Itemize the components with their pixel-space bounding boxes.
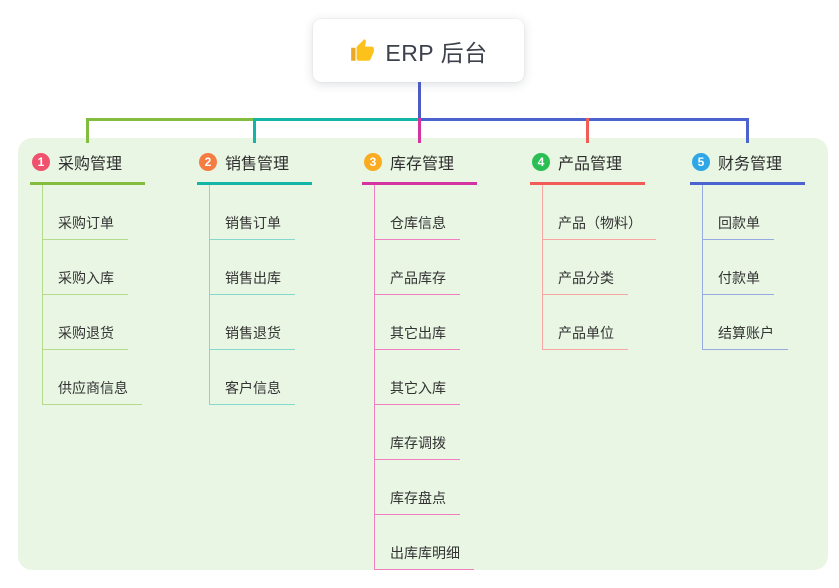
branch-title-label: 库存管理: [390, 156, 455, 173]
thumbs-up-icon: [351, 38, 375, 61]
child-item-label: 产品（物料）: [543, 213, 656, 240]
child-item[interactable]: 采购入库: [43, 240, 145, 295]
child-item-label: 库存盘点: [375, 488, 460, 515]
connector-drop-1: [86, 118, 89, 143]
branch-1: 1 采购管理采购订单采购入库采购退货供应商信息: [30, 143, 145, 405]
child-item-label: 客户信息: [210, 378, 295, 405]
child-item-label: 付款单: [703, 268, 774, 295]
child-item[interactable]: 产品单位: [543, 295, 656, 350]
child-item-label: 出库库明细: [375, 543, 474, 570]
branch-title-5[interactable]: 5 财务管理: [690, 143, 805, 185]
connector-stem: [418, 82, 421, 121]
child-item-label: 产品分类: [543, 268, 628, 295]
branches-panel: [18, 138, 828, 570]
branch-title-label: 产品管理: [558, 156, 623, 173]
child-item[interactable]: 库存盘点: [375, 460, 477, 515]
branch-number-badge: 2: [199, 153, 217, 171]
branch-children: 仓库信息产品库存其它出库其它入库库存调拨库存盘点出库库明细: [374, 185, 477, 570]
child-item[interactable]: 供应商信息: [43, 350, 145, 405]
child-item-label: 销售退货: [210, 323, 295, 350]
connector-drop-5: [746, 118, 749, 143]
child-item[interactable]: 其它入库: [375, 350, 477, 405]
connector-rail: [86, 118, 256, 121]
connector-rail: [253, 118, 421, 121]
child-item-label: 回款单: [703, 213, 774, 240]
child-item[interactable]: 销售退货: [210, 295, 312, 350]
branch-title-label: 财务管理: [718, 156, 783, 173]
child-item[interactable]: 出库库明细: [375, 515, 477, 570]
branch-4: 4 产品管理产品（物料） 产品分类产品单位: [530, 143, 656, 350]
child-item-label: 采购入库: [43, 268, 128, 295]
branch-title-3[interactable]: 3 库存管理: [362, 143, 477, 185]
child-item-label: 其它入库: [375, 378, 460, 405]
child-item[interactable]: 库存调拨: [375, 405, 477, 460]
branch-children: 产品（物料） 产品分类产品单位: [542, 185, 656, 350]
child-item-label: 结算账户: [703, 323, 788, 350]
branch-children: 采购订单采购入库采购退货供应商信息: [42, 185, 145, 405]
branch-title-4[interactable]: 4 产品管理: [530, 143, 645, 185]
branch-title-label: 销售管理: [225, 156, 290, 173]
branch-3: 3 库存管理仓库信息产品库存其它出库其它入库库存调拨库存盘点出库库明细: [362, 143, 477, 570]
branch-2: 2 销售管理销售订单销售出库销售退货客户信息: [197, 143, 312, 405]
connector-drop-2: [253, 118, 256, 143]
branch-number-badge: 4: [532, 153, 550, 171]
child-item-label: 采购退货: [43, 323, 128, 350]
child-item-label: 仓库信息: [375, 213, 460, 240]
root-node-label: ERP 后台: [385, 39, 488, 66]
child-item-label: 产品单位: [543, 323, 628, 350]
child-item[interactable]: 产品（物料）: [543, 185, 656, 240]
child-item[interactable]: 结算账户: [703, 295, 805, 350]
child-item[interactable]: 回款单: [703, 185, 805, 240]
child-item-label: 销售出库: [210, 268, 295, 295]
connector-drop-4: [586, 118, 589, 143]
branch-number-badge: 1: [32, 153, 50, 171]
child-item[interactable]: 采购订单: [43, 185, 145, 240]
connector-rail: [418, 118, 749, 121]
child-item[interactable]: 客户信息: [210, 350, 312, 405]
branch-children: 销售订单销售出库销售退货客户信息: [209, 185, 312, 405]
child-item[interactable]: 仓库信息: [375, 185, 477, 240]
child-item[interactable]: 销售出库: [210, 240, 312, 295]
connector-drop-3: [418, 118, 421, 143]
child-item[interactable]: 采购退货: [43, 295, 145, 350]
branch-number-badge: 3: [364, 153, 382, 171]
branch-title-2[interactable]: 2 销售管理: [197, 143, 312, 185]
child-item[interactable]: 产品库存: [375, 240, 477, 295]
branch-5: 5 财务管理回款单付款单结算账户: [690, 143, 805, 350]
child-item[interactable]: 销售订单: [210, 185, 312, 240]
child-item-label: 销售订单: [210, 213, 295, 240]
child-item[interactable]: 其它出库: [375, 295, 477, 350]
child-item[interactable]: 产品分类: [543, 240, 656, 295]
branch-title-label: 采购管理: [58, 156, 123, 173]
root-node[interactable]: ERP 后台: [313, 19, 524, 82]
branch-title-1[interactable]: 1 采购管理: [30, 143, 145, 185]
child-item[interactable]: 付款单: [703, 240, 805, 295]
branch-number-badge: 5: [692, 153, 710, 171]
child-item-label: 库存调拨: [375, 433, 460, 460]
child-item-label: 产品库存: [375, 268, 460, 295]
branch-children: 回款单付款单结算账户: [702, 185, 805, 350]
child-item-label: 采购订单: [43, 213, 128, 240]
child-item-label: 其它出库: [375, 323, 460, 350]
child-item-label: 供应商信息: [43, 378, 142, 405]
